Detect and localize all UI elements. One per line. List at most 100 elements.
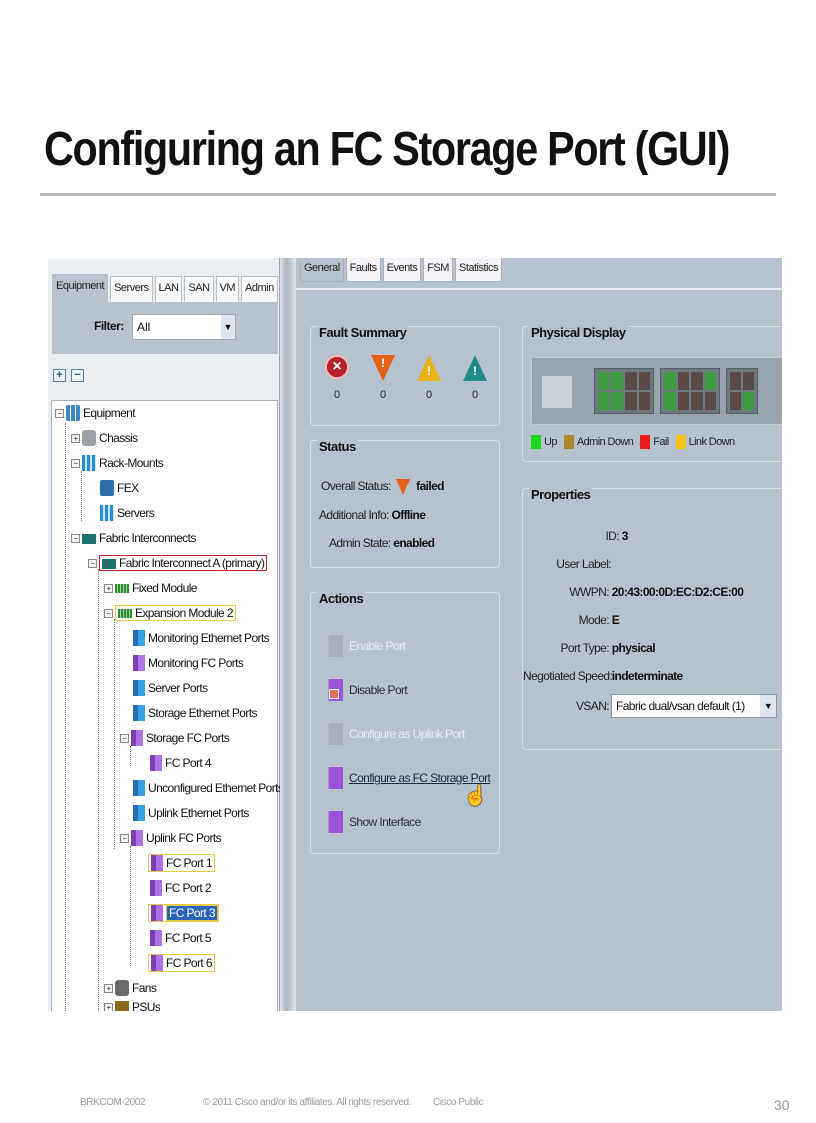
tree-guide-line — [98, 569, 99, 1011]
tree-node-storage-fc-ports[interactable]: − Storage FC Ports — [120, 728, 230, 748]
filter-dropdown[interactable]: All ▼ — [132, 314, 236, 340]
major-fault-icon — [371, 355, 395, 381]
navigator-pane: Equipment Servers LAN SAN VM Admin Filte… — [48, 258, 284, 1011]
tree-node-fc-port-6[interactable]: FC Port 6 — [148, 953, 215, 973]
vsan-dropdown[interactable]: Fabric dual/vsan default (1) ▼ — [611, 694, 777, 718]
show-interface-action[interactable]: Show Interface — [321, 811, 421, 833]
tree-node-uplink-ethernet-ports[interactable]: Uplink Ethernet Ports — [133, 803, 249, 823]
tree-node-rack-mounts[interactable]: − Rack-Mounts — [71, 453, 164, 473]
tab-events[interactable]: Events — [382, 258, 422, 282]
tab-equipment[interactable]: Equipment — [52, 274, 109, 302]
expand-toggle[interactable]: + — [104, 1002, 113, 1011]
fault-summary-group: Fault Summary × 0 ! 0 ! 0 ! 0 — [310, 325, 500, 426]
tree-node-fc-port-2[interactable]: FC Port 2 — [150, 878, 212, 898]
pane-splitter[interactable] — [280, 258, 296, 1011]
tree-node-label: PSUs — [132, 1001, 161, 1011]
expand-toggle[interactable]: + — [104, 983, 113, 993]
tree-node-fc-port-3[interactable]: FC Port 3 — [148, 903, 219, 923]
fault-count: 0 — [379, 389, 387, 401]
collapse-toggle[interactable]: − — [55, 408, 64, 418]
port-group — [726, 368, 758, 414]
field-value: 3 — [621, 529, 629, 543]
tab-vm[interactable]: VM — [215, 276, 240, 302]
tree-node-fabric-interconnects[interactable]: − Fabric Interconnects — [71, 528, 196, 548]
tree-node-fex[interactable]: FEX — [100, 478, 139, 498]
tree-node-fc-port-4[interactable]: FC Port 4 — [150, 753, 212, 773]
collapse-toggle[interactable]: − — [71, 458, 80, 468]
collapse-toggle[interactable]: − — [104, 608, 113, 618]
tab-servers[interactable]: Servers — [110, 276, 153, 302]
collapse-toggle[interactable]: − — [120, 833, 129, 843]
tree-node-label: Unconfigured Ethernet Ports — [148, 781, 284, 795]
group-title: Physical Display — [529, 325, 628, 340]
tab-admin[interactable]: Admin — [241, 276, 278, 302]
tree-node-uplink-fc-ports[interactable]: − Uplink FC Ports — [120, 828, 222, 848]
legend-swatch-fail — [640, 435, 651, 449]
action-label: Configure as FC Storage Port — [349, 771, 491, 785]
tree-node-monitoring-ethernet-ports[interactable]: Monitoring Ethernet Ports — [133, 628, 270, 648]
tree-node-storage-ethernet-ports[interactable]: Storage Ethernet Ports — [133, 703, 257, 723]
tree-node-unconfigured-ethernet-ports[interactable]: Unconfigured Ethernet Ports — [133, 778, 284, 798]
tab-lan[interactable]: LAN — [154, 276, 183, 302]
fault-warning[interactable]: ! 0 — [463, 355, 487, 401]
collapse-toggle[interactable]: − — [88, 558, 97, 568]
fc-port-icon — [150, 930, 162, 946]
tree-guide-line — [130, 746, 131, 766]
tab-statistics[interactable]: Statistics — [454, 258, 502, 282]
footer-classification: Cisco Public — [433, 1097, 484, 1108]
tab-strip-divider — [296, 288, 782, 290]
tree-node-fc-port-1[interactable]: FC Port 1 — [148, 853, 215, 873]
tab-general[interactable]: General — [300, 258, 344, 282]
fault-major[interactable]: ! 0 — [371, 355, 395, 401]
tree-node-chassis[interactable]: + Chassis — [71, 428, 138, 448]
legend-label: Admin Down — [576, 436, 634, 448]
hand-cursor-icon: ☝ — [463, 785, 488, 807]
tab-san[interactable]: SAN — [184, 276, 214, 302]
enable-port-action[interactable]: Enable Port — [321, 635, 406, 657]
tab-fsm[interactable]: FSM — [423, 258, 453, 282]
disable-port-action[interactable]: Disable Port — [321, 679, 408, 701]
footer-session-id: BRKCOM-2002 — [80, 1097, 146, 1108]
collapse-toggle[interactable]: − — [120, 733, 129, 743]
tab-faults[interactable]: Faults — [345, 258, 381, 282]
expand-toggle[interactable]: + — [104, 583, 113, 593]
tree-node-equipment[interactable]: − Equipment — [55, 403, 136, 423]
tree-node-fc-port-5[interactable]: FC Port 5 — [150, 928, 212, 948]
expand-all-button[interactable]: + — [53, 369, 66, 382]
chevron-down-icon[interactable]: ▼ — [760, 695, 776, 717]
action-label: Disable Port — [349, 683, 408, 697]
tree-node-label: Chassis — [99, 431, 138, 445]
tree-node-fixed-module[interactable]: + Fixed Module — [104, 578, 197, 598]
fault-critical[interactable]: × 0 — [325, 355, 349, 401]
tree-node-psus[interactable]: + PSUs — [104, 1001, 160, 1011]
ethernet-port-icon — [133, 630, 145, 646]
tree-node-servers[interactable]: Servers — [100, 503, 155, 523]
port-group — [660, 368, 720, 414]
disable-port-icon — [321, 679, 343, 701]
field-label: Admin State: — [329, 536, 391, 550]
chassis-icon — [82, 430, 96, 446]
tree-node-expansion-module-2[interactable]: − Expansion Module 2 — [104, 603, 236, 623]
port-icon — [321, 723, 343, 745]
collapse-all-button[interactable]: − — [71, 369, 84, 382]
content-tabs: General Faults Events FSM Statistics — [300, 258, 502, 282]
legend-swatch-up — [531, 435, 541, 449]
tree-node-server-ports[interactable]: Server Ports — [133, 678, 208, 698]
expand-toggle[interactable]: + — [71, 433, 80, 443]
fc-port-icon — [151, 955, 163, 971]
legend-label: Link Down — [688, 436, 736, 448]
tree-node-monitoring-fc-ports[interactable]: Monitoring FC Ports — [133, 653, 244, 673]
chevron-down-icon[interactable]: ▼ — [221, 315, 235, 339]
overall-status-row: Overall Status: failed — [321, 479, 445, 495]
collapse-toggle[interactable]: − — [71, 533, 80, 543]
navigator-tabs: Equipment Servers LAN SAN VM Admin — [52, 274, 278, 302]
fabric-interconnect-icon — [82, 534, 96, 544]
legend-swatch-admin-down — [563, 435, 574, 449]
configure-fc-storage-port-action[interactable]: Configure as FC Storage Port — [321, 767, 491, 789]
tree-node-fabric-interconnect-a[interactable]: − Fabric Interconnect A (primary) — [88, 553, 268, 573]
field-value: 20:43:00:0D:EC:D2:CE:00 — [611, 585, 744, 599]
configure-uplink-port-action[interactable]: Configure as Uplink Port — [321, 723, 465, 745]
tree-node-fans[interactable]: + Fans — [104, 978, 157, 998]
fc-port-icon — [321, 811, 343, 833]
fault-minor[interactable]: ! 0 — [417, 355, 441, 401]
